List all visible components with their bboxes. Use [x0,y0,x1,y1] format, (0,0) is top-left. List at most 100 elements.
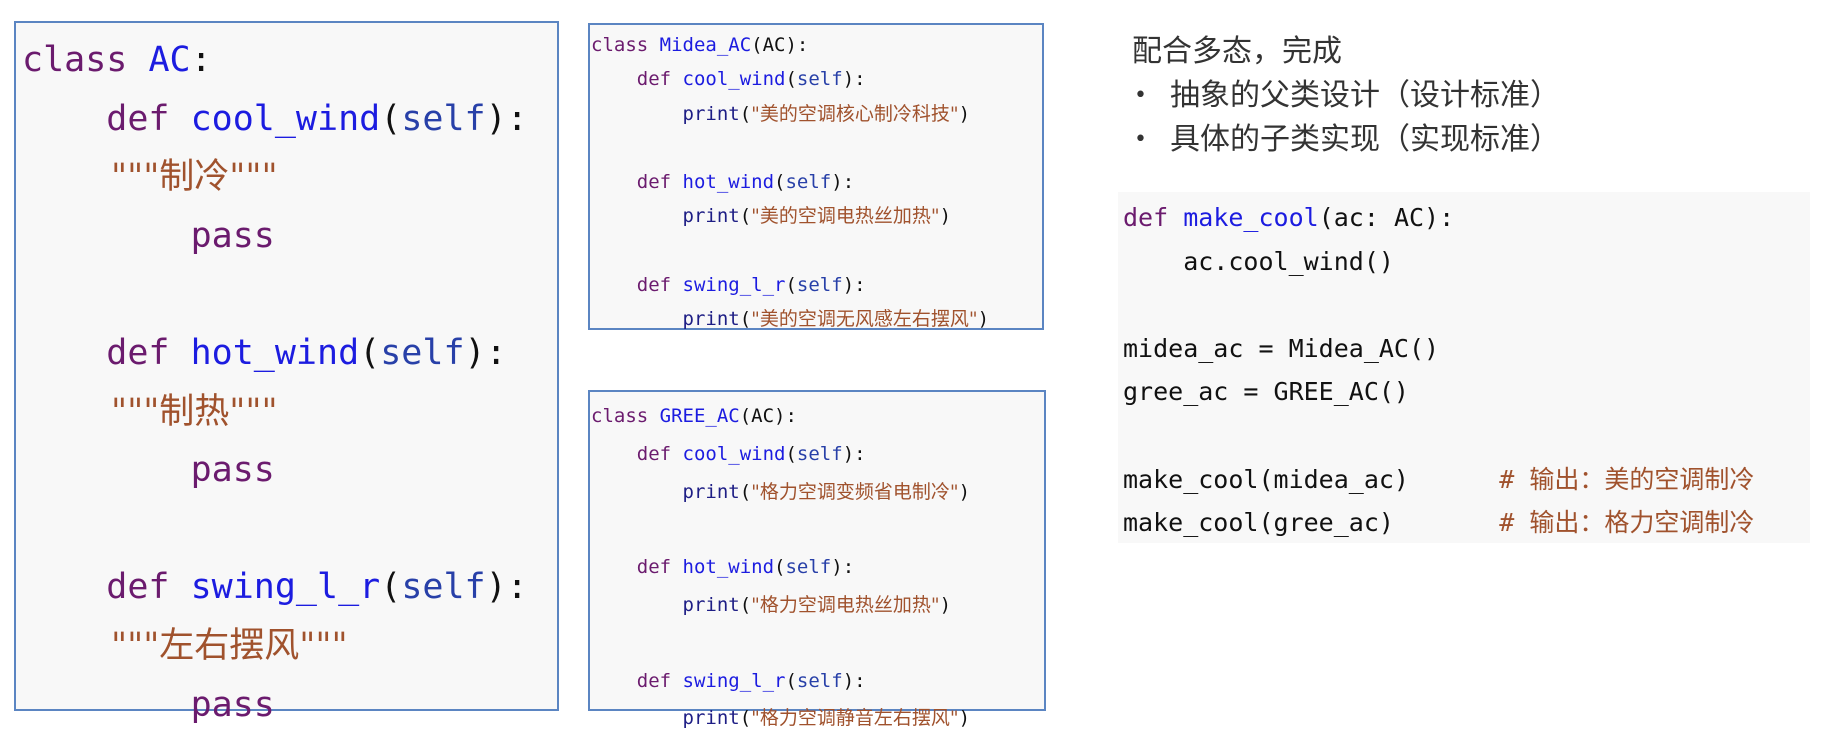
code-token: ) [958,102,971,125]
code-token: self [401,98,486,139]
code-token: pass [22,450,275,491]
code-token: pass [22,215,275,256]
bullet-icon: • [1134,127,1147,152]
code-line: print("美的空调无风感左右摆风") [591,302,1042,336]
bullet-text: 具体的子类实现（实现标准） [1170,122,1560,157]
code-token: ( [774,171,786,194]
code-token: self [796,274,843,297]
code-token: "格力空调静音左右摆风" [751,707,959,730]
code-line: print("美的空调电热丝加热") [591,199,1042,233]
code-token: ( [739,593,752,616]
bullet-text: 抽象的父类设计（设计标准） [1170,78,1560,113]
code-line: print("美的空调核心制冷科技") [591,97,1042,131]
code-line: def swing_l_r(self): [591,663,1044,701]
code-token: def [22,98,191,139]
code-line: pass [22,676,557,735]
code-token: cool_wind [682,68,786,91]
code-token: hot_wind [190,332,360,373]
polymorphism-notes: 配合多态，完成 • 抽象的父类设计（设计标准） • 具体的子类实现（实现标准） [1132,30,1560,162]
code-line: """左右摆风""" [22,617,557,676]
code-line: class Midea_AC(AC): [591,28,1042,62]
code-token: """左右摆风""" [22,625,348,666]
code-token: def [591,669,683,692]
code-token: # 输出：美的空调制冷 [1499,464,1755,494]
code-token: def [591,171,683,194]
make-cool-usage-code: def make_cool(ac: AC): ac.cool_wind() ​ mi… [1118,192,1810,543]
code-token: def [22,332,191,373]
code-token: ) [939,205,952,228]
code-token: self [796,442,843,465]
code-token: print [591,707,740,730]
code-token: "美的空调核心制冷科技" [751,102,959,125]
code-line: pass [22,207,557,266]
code-line: make_cool(midea_ac) # 输出：美的空调制冷 [1123,458,1810,502]
code-token: ( [785,68,797,91]
code-token: def [591,274,683,297]
code-token: ): [831,171,855,194]
code-token: : [190,40,212,80]
code-token: ( [739,480,752,503]
code-token: "格力空调电热丝加热" [751,593,940,616]
code-token: self [785,171,832,194]
code-token: self [796,68,843,91]
code-token: ( [380,567,402,608]
code-token: ( [785,442,797,465]
code-token: ( [739,102,752,125]
code-token: ): [485,98,528,139]
code-token: ) [939,593,952,616]
code-line: midea_ac = Midea_AC() [1123,327,1810,371]
code-line: ​ [22,500,557,559]
code-token: ( [785,274,797,297]
code-line: ​ [22,265,557,324]
code-token: ): [842,442,866,465]
code-token: def [591,556,683,579]
code-token: make_cool(gree_ac) [1123,508,1500,538]
code-token: ( [785,669,797,692]
code-token: """制热""" [22,391,278,432]
code-line: gree_ac = GREE_AC() [1123,370,1810,414]
code-token: "美的空调无风感左右摆风" [751,308,978,331]
code-line: ​ [591,234,1042,268]
code-token: ( [739,707,752,730]
code-line: def hot_wind(self): [22,324,557,383]
code-token: hot_wind [682,171,775,194]
code-token: (AC): [751,34,809,56]
code-line: def swing_l_r(self): [22,558,557,617]
code-token: midea_ac = Midea_AC() [1123,333,1440,363]
code-token: swing_l_r [682,669,786,692]
code-token: cool_wind [682,442,786,465]
gree-ac-class-code: class GREE_AC(AC): def cool_wind(self): … [588,390,1046,729]
code-line: print("格力空调电热丝加热") [591,587,1044,625]
code-line: def swing_l_r(self): [591,268,1042,302]
code-token: self [401,567,486,608]
code-line: ​ [1123,283,1810,327]
code-token: make_cool [1183,203,1319,232]
code-line: ac.cool_wind() [1123,240,1810,284]
code-token: ): [464,332,507,373]
code-token: ( [359,332,381,373]
code-line: ​ [591,511,1044,549]
code-token: ) [958,707,971,730]
code-token: ( [739,308,752,331]
code-token: (ac: AC): [1318,203,1455,232]
code-token: ac.cool_wind() [1123,246,1394,276]
code-token: swing_l_r [190,567,381,608]
code-line: pass [22,441,557,500]
code-token: # 输出：格力空调制冷 [1499,508,1755,538]
code-token: Midea_AC [659,34,752,56]
code-line: def cool_wind(self): [591,436,1044,474]
code-token: self [796,669,843,692]
code-token: (AC): [739,405,797,427]
code-token: ) [977,308,990,331]
code-token: self [380,332,465,373]
code-token: def [591,442,683,465]
code-line: class AC: [22,31,557,90]
code-line: def hot_wind(self): [591,165,1042,199]
code-token: ): [831,556,855,579]
code-token: def [591,68,683,91]
code-token: print [591,205,740,228]
code-token: pass [22,684,275,725]
code-line: def make_cool(ac: AC): [1123,196,1810,240]
code-line: print("格力空调变频省电制冷") [591,474,1044,512]
code-token: ): [842,669,866,692]
